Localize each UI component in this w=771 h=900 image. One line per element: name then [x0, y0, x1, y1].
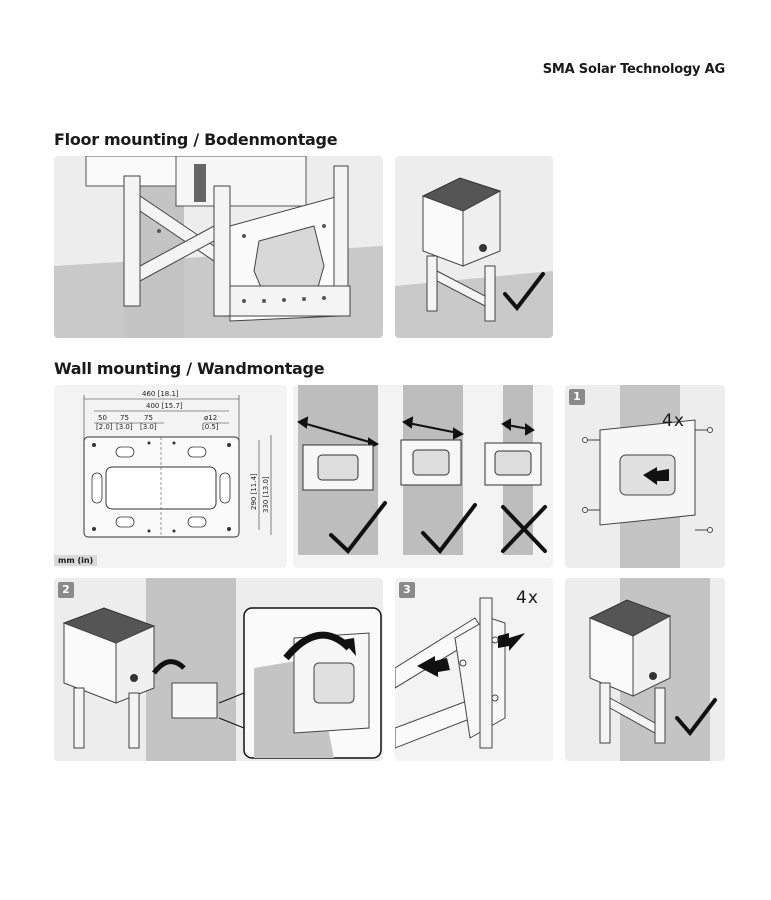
floor-inverter-drawing	[395, 177, 553, 338]
step-2-badge: 2	[58, 582, 74, 598]
step-3-badge: 3	[399, 582, 415, 598]
floor-mounting-result-illustration	[395, 156, 553, 338]
checkmark-icon	[675, 698, 717, 737]
dim-50-in: [2.0]	[96, 423, 113, 431]
dim-total-width: 460 [18.1]	[142, 390, 179, 398]
arrow-icon	[417, 633, 525, 677]
dim-75b-in: [3.0]	[140, 423, 157, 431]
company-name: SMA Solar Technology AG	[542, 62, 725, 77]
dim-50: 50	[98, 414, 107, 422]
arrow-icon	[643, 467, 669, 485]
dim-75a: 75	[120, 414, 129, 422]
bracket-dimension-svg: 460 [18.1] 400 [15.7] 50 [2.0] 75 [3.0] …	[83, 390, 272, 538]
dim-12: ø12	[204, 414, 217, 422]
step-3-panel: 3 4x	[395, 578, 553, 761]
step-2-panel: 2	[54, 578, 383, 761]
step-3-drawing	[395, 578, 553, 761]
step-1-drawing	[582, 385, 713, 568]
step-1-panel: 1 4x	[565, 385, 725, 568]
mounting-bracket-dimension-drawing: 460 [18.1] 400 [15.7] 50 [2.0] 75 [3.0] …	[54, 385, 287, 568]
dim-hole-width: 400 [15.7]	[146, 402, 183, 410]
dim-290: 290 [11.4]	[250, 473, 258, 510]
checkmark-icon	[421, 503, 477, 555]
step-3-quantity: 4x	[516, 588, 539, 608]
floor-mounting-detail-illustration	[54, 156, 383, 338]
floor-stand-drawing	[54, 156, 383, 338]
dim-12-in: [0.5]	[202, 423, 219, 431]
floor-mounting-title: Floor mounting / Bodenmontage	[54, 130, 338, 149]
wall-width-options-illustration	[293, 385, 553, 568]
wall-mounting-result-illustration	[565, 578, 725, 761]
checkmark-icon	[503, 272, 545, 312]
step-1-badge: 1	[569, 389, 585, 405]
wall-mounting-title: Wall mounting / Wandmontage	[54, 359, 325, 378]
arrow-icon	[342, 638, 356, 656]
dim-330: 330 [13.0]	[262, 476, 270, 513]
checkmark-icon	[329, 501, 387, 554]
dim-75a-in: [3.0]	[116, 423, 133, 431]
cross-icon	[501, 505, 547, 553]
dim-75b: 75	[144, 414, 153, 422]
wall-width-svg	[293, 385, 553, 568]
unit-label: mm (in)	[54, 555, 98, 566]
step-2-drawing	[62, 578, 382, 761]
wall-result-drawing	[588, 578, 717, 761]
step-1-quantity: 4x	[662, 411, 685, 431]
